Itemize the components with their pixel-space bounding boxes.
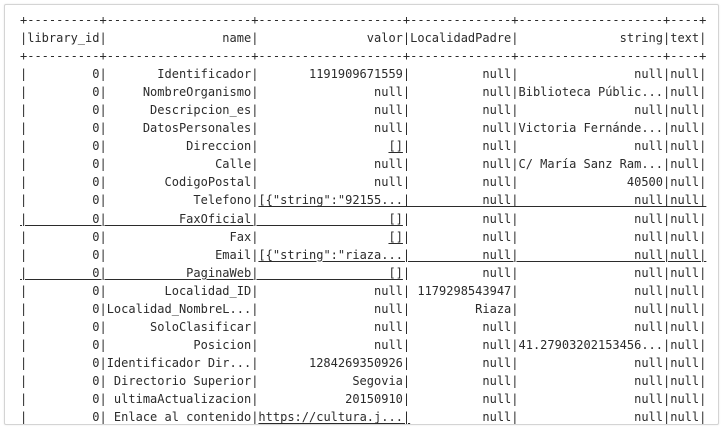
table-row: | 0| Enlace al contenido|https://cultura… [20,410,707,425]
table-output: +----------+--------------------+-------… [20,11,706,426]
table-row: | 0| FaxOficial| []| null| null|null| [20,211,707,226]
table-row: | 0| Direccion| []| null| null|null| [20,139,707,154]
table-row: | 0| Telefono|[{"string":"92155...| null… [20,193,707,208]
link-text[interactable]: [] [388,139,403,154]
table-row: | 0| Email|[{"string":"riaza...| null| n… [20,247,707,262]
table-row: | 0| CodigoPostal| null| null| 40500|nul… [20,175,707,190]
table-row: | 0| Directorio Superior| Segovia| null|… [20,373,707,388]
table-row: | 0| Calle| null| null|C/ María Sanz Ram… [20,157,707,172]
table-row: | 0| SoloClasificar| null| null| null|nu… [20,319,707,334]
table-row: | 0| Descripcion_es| null| null| null|nu… [20,103,707,118]
table-row: | 0| Fax| []| null| null|null| [20,229,707,244]
table-row: | 0| DatosPersonales| null| null|Victori… [20,121,707,136]
table-row: | 0| Localidad_ID| null| 1179298543947| … [20,283,707,298]
table-row: | 0|Localidad_NombreL...| null| Riaza| n… [20,301,707,316]
link-text[interactable]: | 0| FaxOficial| [] [20,211,403,226]
table-row: | 0| PaginaWeb| []| null| null|null| [20,265,707,280]
table-row: | 0| Identificador| 1191909671559| null|… [20,67,707,82]
table-header-separator: +----------+--------------------+-------… [20,49,707,64]
link-text[interactable]: [{"string":"92155...| null| null|null| [258,193,707,208]
link-text[interactable]: [] [388,229,403,244]
link-text[interactable]: | 0| PaginaWeb| [] [20,265,403,280]
output-cell-frame: +----------+--------------------+-------… [4,4,719,425]
table-row: | 0|Identificador Dir...| 1284269350926|… [20,355,707,370]
table-header-row: |library_id| name| valor|LocalidadPadre|… [20,31,707,46]
link-text[interactable]: https://cultura.j...| [258,410,411,425]
table-border-top: +----------+--------------------+-------… [20,13,707,27]
link-text[interactable]: [{"string":"riaza...| null| null|null| [258,247,707,262]
table-row: | 0| NombreOrganismo| null| null|Bibliot… [20,85,707,100]
table-row: | 0| ultimaActualizacion| 20150910| null… [20,391,707,406]
table-row: | 0| Posicion| null| null|41.27903202153… [20,337,707,352]
